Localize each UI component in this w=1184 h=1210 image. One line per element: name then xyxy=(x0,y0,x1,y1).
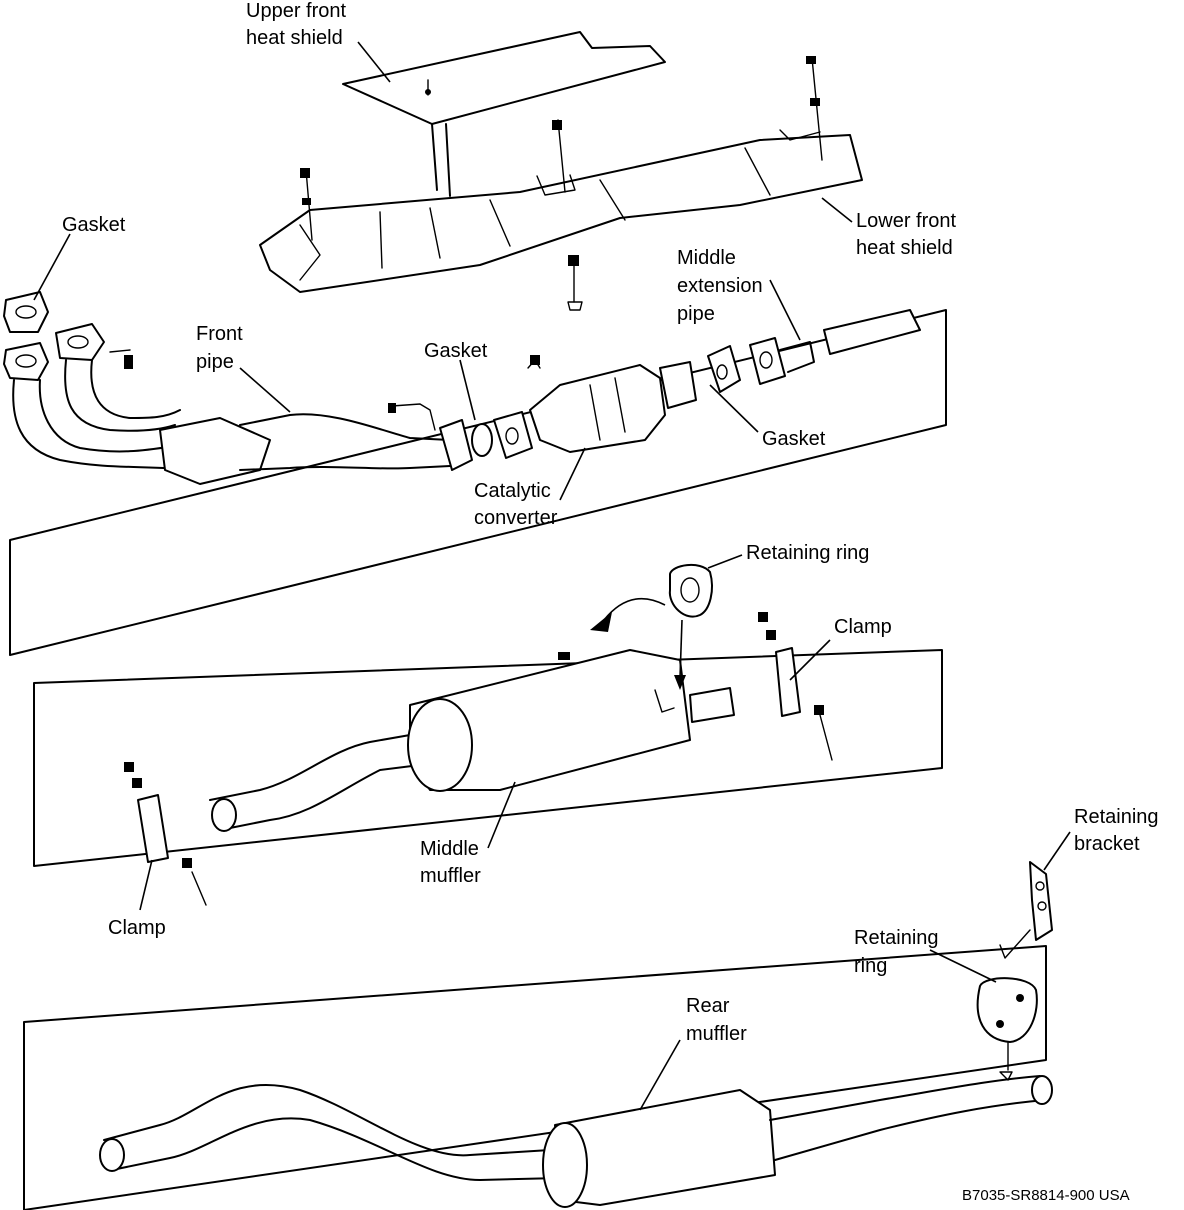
label-clamp-right: Clamp xyxy=(834,616,892,638)
label-retaining-ring-rear-2: ring xyxy=(854,955,887,977)
figure-code: B7035-SR8814-900 USA xyxy=(962,1187,1130,1204)
label-front-pipe-1: Front xyxy=(196,323,243,345)
label-middle-muffler-2: muffler xyxy=(420,865,481,887)
leader-lines xyxy=(33,41,1071,1111)
label-upper-front-heat-shield-1: Upper front xyxy=(246,0,346,22)
label-lower-front-heat-shield-1: Lower front xyxy=(856,210,956,232)
label-gasket-extension: Gasket xyxy=(762,428,826,450)
label-rear-muffler-1: Rear xyxy=(686,995,730,1017)
label-middle-muffler-1: Middle xyxy=(420,838,479,860)
label-middle-extension-pipe-3: pipe xyxy=(677,303,715,325)
label-retaining-bracket-2: bracket xyxy=(1074,833,1140,855)
label-catalytic-converter-2: converter xyxy=(474,507,558,529)
middle-extension-pipe xyxy=(707,309,921,393)
retaining-ring-middle xyxy=(590,563,713,690)
catalytic-converter-group xyxy=(439,355,697,471)
retaining-bracket xyxy=(999,861,1053,959)
label-catalytic-converter-1: Catalytic xyxy=(474,480,551,502)
label-front-pipe-2: pipe xyxy=(196,351,234,373)
label-middle-extension-pipe-1: Middle xyxy=(677,247,736,269)
rear-muffler xyxy=(99,1075,1053,1208)
label-lower-front-heat-shield-2: heat shield xyxy=(856,237,953,259)
label-retaining-ring-middle: Retaining ring xyxy=(746,542,869,564)
middle-muffler xyxy=(209,649,735,832)
label-retaining-ring-rear-1: Retaining xyxy=(854,927,939,949)
label-rear-muffler-2: muffler xyxy=(686,1023,747,1045)
retaining-ring-rear xyxy=(976,977,1038,1081)
label-gasket-front: Gasket xyxy=(62,214,126,236)
label-middle-extension-pipe-2: extension xyxy=(677,275,763,297)
callout-labels: Upper front heat shield Lower front heat… xyxy=(62,0,1159,1204)
panel-rear-section xyxy=(23,945,1047,1210)
lower-front-heat-shield xyxy=(259,56,863,311)
front-pipe xyxy=(3,291,451,485)
label-retaining-bracket-1: Retaining xyxy=(1074,806,1159,828)
label-gasket-converter: Gasket xyxy=(424,340,488,362)
label-clamp-left: Clamp xyxy=(108,917,166,939)
upper-front-heat-shield xyxy=(342,31,666,197)
clamp-left xyxy=(124,762,207,906)
clamp-right xyxy=(758,612,833,761)
label-upper-front-heat-shield-2: heat shield xyxy=(246,27,343,49)
